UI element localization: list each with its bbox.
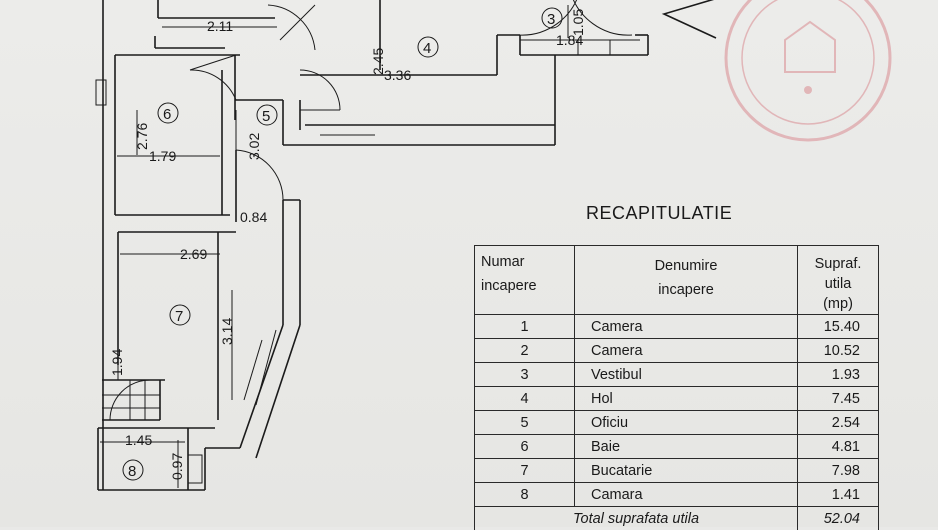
dim-label: 0.84 (240, 209, 267, 225)
room-name-cell: Bucatarie (575, 459, 798, 483)
dim-label: 1.79 (149, 148, 176, 164)
dim-label: 1.84 (556, 32, 583, 48)
table-row: 6 Baie 4.81 (475, 435, 879, 459)
room-marker-5: 5 (257, 105, 277, 125)
dim-label: 2.11 (207, 18, 233, 34)
room-area-cell: 10.52 (798, 339, 879, 363)
room-marker-6: 6 (158, 103, 178, 123)
room-marker-7: 7 (170, 305, 190, 325)
room-area-cell: 7.98 (798, 459, 879, 483)
svg-text:4: 4 (423, 40, 431, 57)
room-name-cell: Camera (575, 315, 798, 339)
svg-text:5: 5 (262, 108, 270, 125)
room-number-cell: 4 (475, 387, 575, 411)
header-room-name: Denumire incapere (575, 246, 798, 315)
dim-label: 2.69 (180, 246, 207, 262)
room-number-cell: 1 (475, 315, 575, 339)
table-row: 5 Oficiu 2.54 (475, 411, 879, 435)
room-area-cell: 2.54 (798, 411, 879, 435)
room-name-cell: Camara (575, 483, 798, 507)
dim-label: 3.36 (384, 67, 411, 83)
table-row: 3 Vestibul 1.93 (475, 363, 879, 387)
room-marker-4: 4 (418, 37, 438, 57)
total-area: 52.04 (798, 507, 879, 530)
svg-text:8: 8 (128, 463, 136, 480)
dim-label: 1.94 (109, 349, 125, 376)
recap-title: RECAPITULATIE (586, 203, 732, 224)
room-number-cell: 3 (475, 363, 575, 387)
svg-text:3: 3 (547, 11, 555, 28)
table-row: 2 Camera 10.52 (475, 339, 879, 363)
dim-label: 3.02 (246, 133, 262, 160)
room-area-cell: 1.93 (798, 363, 879, 387)
room-number-cell: 8 (475, 483, 575, 507)
room-marker-8: 8 (123, 460, 143, 480)
table-row: 8 Camara 1.41 (475, 483, 879, 507)
dim-label: 0.97 (169, 453, 185, 480)
room-area-cell: 15.40 (798, 315, 879, 339)
room-name-cell: Baie (575, 435, 798, 459)
total-label: Total suprafata utila (475, 507, 798, 530)
room-name-cell: Camera (575, 339, 798, 363)
room-number-cell: 6 (475, 435, 575, 459)
room-number-cell: 2 (475, 339, 575, 363)
total-row: Total suprafata utila 52.04 (475, 507, 879, 530)
room-area-cell: 4.81 (798, 435, 879, 459)
room-name-cell: Oficiu (575, 411, 798, 435)
room-area-cell: 7.45 (798, 387, 879, 411)
room-number-cell: 7 (475, 459, 575, 483)
table-row: 7 Bucatarie 7.98 (475, 459, 879, 483)
room-marker-3: 3 (542, 8, 562, 28)
north-arrow-icon (664, 0, 718, 38)
svg-text:7: 7 (175, 308, 183, 325)
recap-table: Numar incapere Denumire incapere Supraf.… (474, 245, 879, 530)
table-row: 1 Camera 15.40 (475, 315, 879, 339)
room-name-cell: Hol (575, 387, 798, 411)
dim-label: 3.14 (219, 318, 235, 345)
header-room-number: Numar incapere (475, 246, 575, 315)
table-row: 4 Hol 7.45 (475, 387, 879, 411)
recap-header-row: Numar incapere Denumire incapere Supraf.… (475, 246, 879, 315)
room-name-cell: Vestibul (575, 363, 798, 387)
room-area-cell: 1.41 (798, 483, 879, 507)
header-area: Supraf. utila (mp) (798, 246, 879, 315)
svg-text:6: 6 (163, 106, 171, 123)
room-number-cell: 5 (475, 411, 575, 435)
dim-label: 2.76 (134, 123, 150, 150)
stamp-seal (726, 0, 890, 140)
dim-label: 1.45 (125, 432, 152, 448)
